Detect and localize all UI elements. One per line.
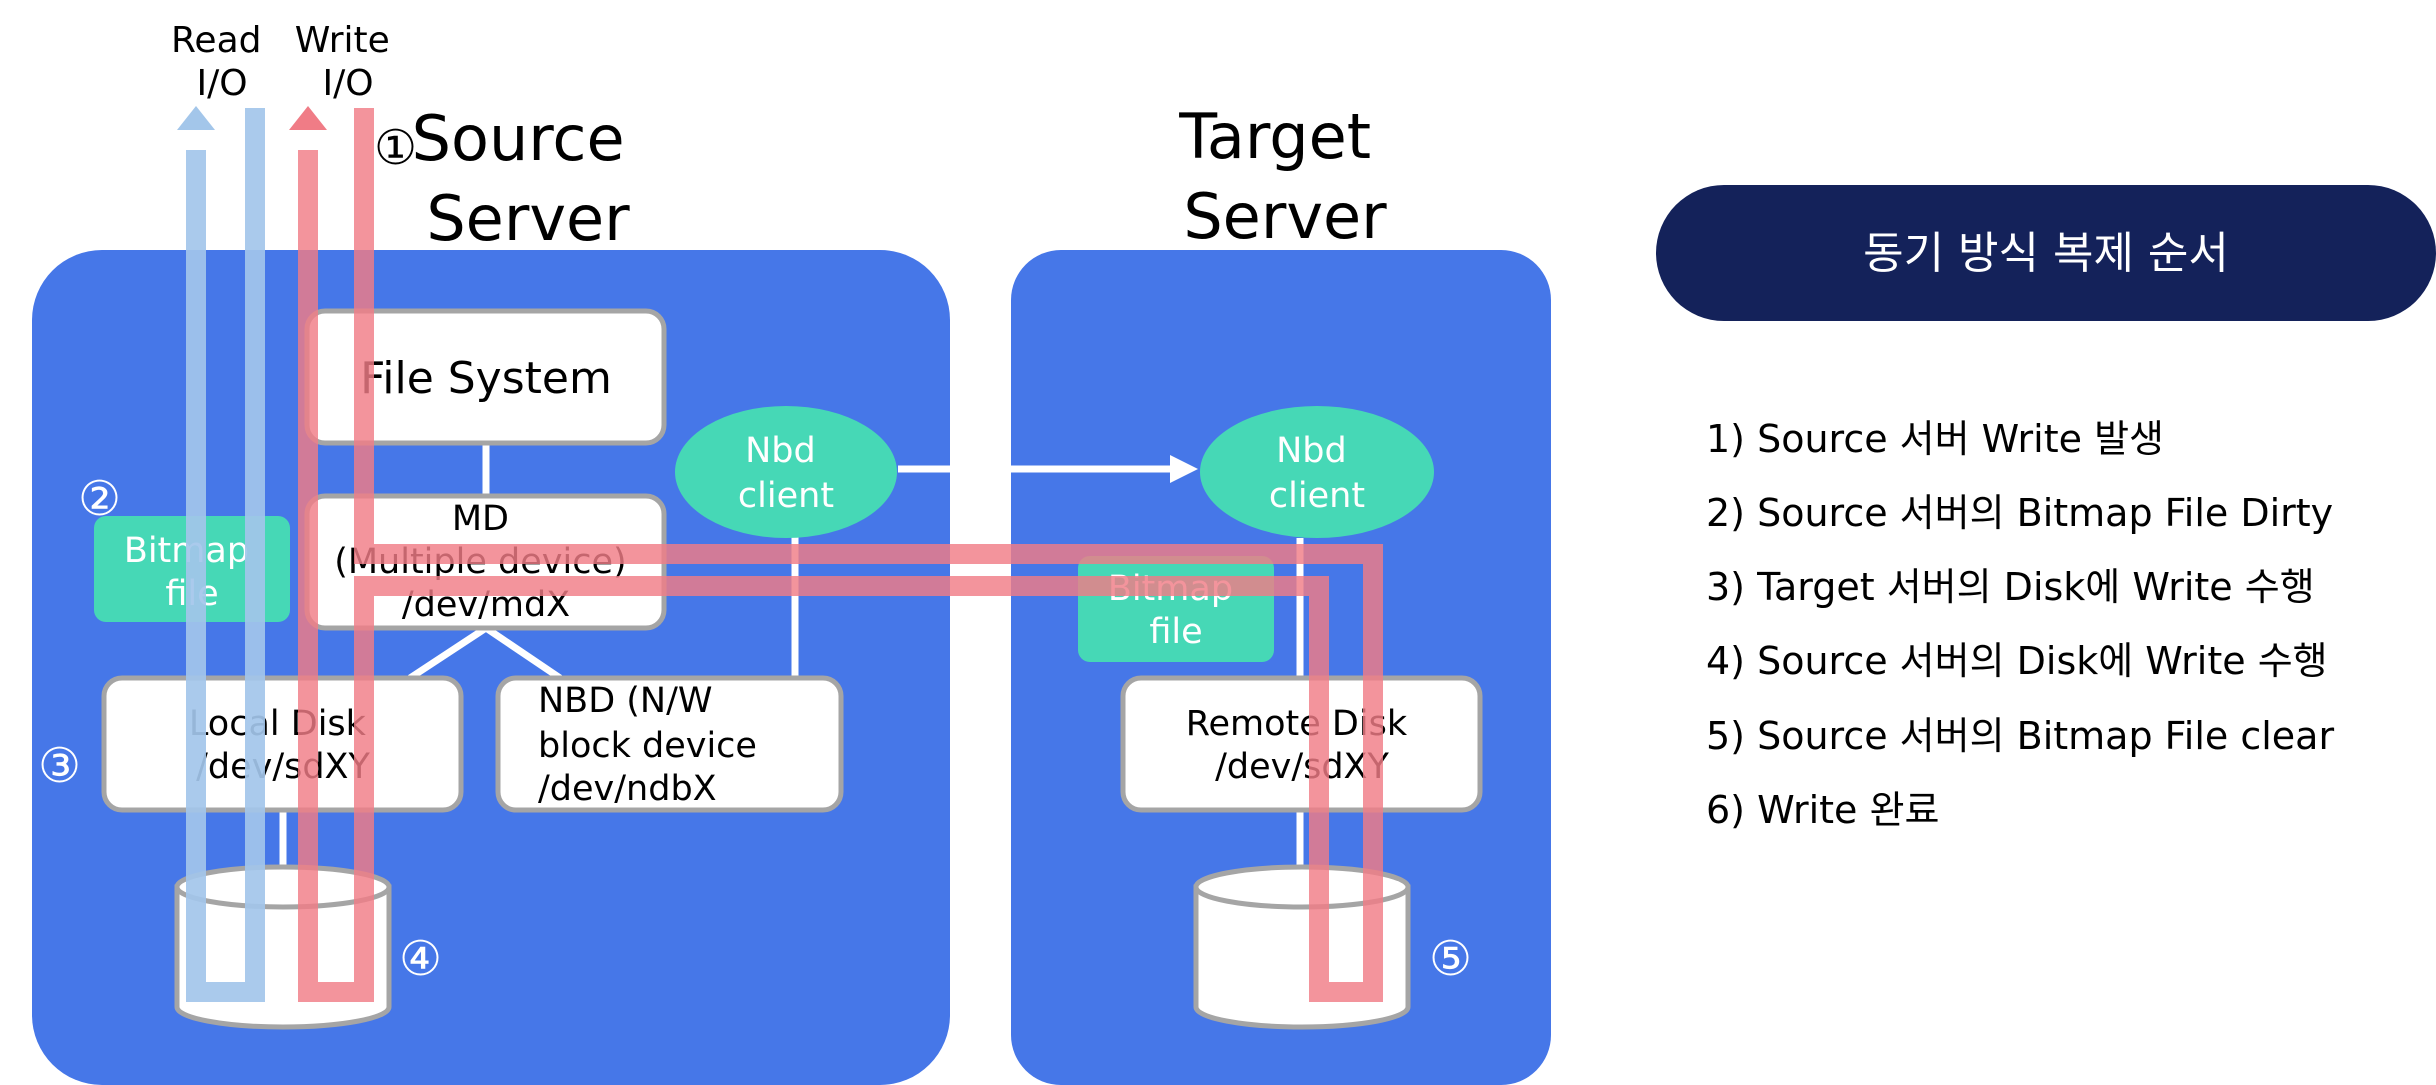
- local-disk-box: [101, 675, 464, 813]
- write-io-arrow-head: [289, 106, 327, 130]
- source-server-title: Source Server: [412, 102, 645, 255]
- marker-1: ①: [374, 120, 417, 176]
- panel-header-pill: [1656, 185, 2436, 321]
- nbd-device-box: [495, 675, 844, 813]
- read-io-label: Read I/O: [171, 20, 273, 104]
- nbd-client-target-label: Nbd client: [1269, 431, 1365, 516]
- marker-2: ②: [78, 471, 121, 527]
- read-io-path: [186, 108, 265, 1002]
- write-io-label: Write I/O: [295, 20, 402, 104]
- steps-list: 1) Source 서버 Write 발생 2) Source 서버의 Bitm…: [1706, 417, 2334, 832]
- step-item: 1) Source 서버 Write 발생: [1706, 417, 2164, 461]
- read-io-arrow-head: [177, 106, 215, 130]
- remote-disk-box: [1120, 675, 1483, 813]
- nbd-client-source-label: Nbd client: [738, 431, 834, 516]
- step-item: 2) Source 서버의 Bitmap File Dirty: [1706, 491, 2333, 535]
- step-item: 5) Source 서버의 Bitmap File clear: [1706, 714, 2334, 758]
- marker-3: ③: [38, 738, 81, 794]
- step-item: 3) Target 서버의 Disk에 Write 수행: [1706, 565, 2315, 609]
- step-item: 4) Source 서버의 Disk에 Write 수행: [1706, 639, 2328, 683]
- local-disk-label: Local Disk /dev/sdXY: [189, 704, 377, 787]
- write-io-path: [298, 108, 1383, 1002]
- panel-header-title: 동기 방식 복제 순서: [1863, 228, 2229, 279]
- nbd-client-target: [1200, 406, 1434, 538]
- nbd-arrow-head: [1170, 455, 1198, 483]
- marker-4: ④: [399, 931, 442, 987]
- nbd-client-source: [675, 406, 897, 538]
- target-server-title: Target Server: [1178, 100, 1391, 253]
- step-item: 6) Write 완료: [1706, 788, 1939, 832]
- file-system-label: File System: [360, 353, 612, 404]
- marker-5: ⑤: [1429, 931, 1472, 987]
- nbd-device-label: NBD (N/W block device /dev/ndbX: [538, 681, 768, 809]
